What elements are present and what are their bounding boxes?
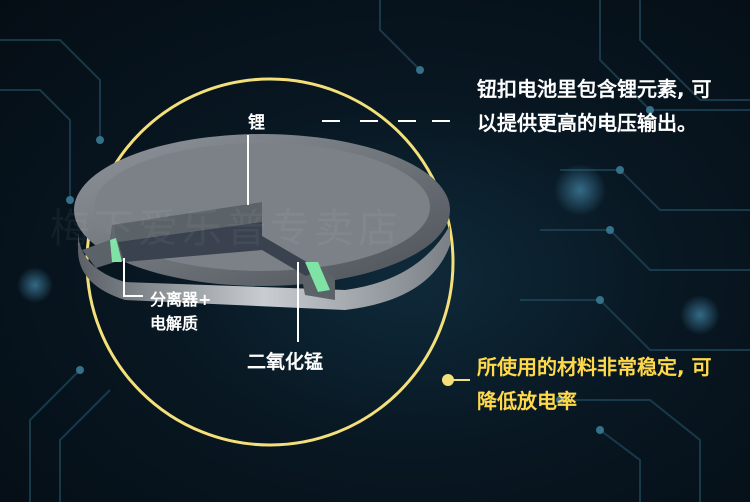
label-separator-line2: 电解质: [150, 314, 199, 333]
coin-battery-illustration: [74, 134, 450, 310]
callout-dot: [442, 374, 454, 386]
callout-top-text: 钮扣电池里包含锂元素, 可以提供更高的电压输出。: [477, 77, 712, 135]
label-manganese-dioxide: 二氧化锰: [247, 351, 324, 373]
label-lithium: 锂: [248, 113, 265, 133]
callout-bottom-text: 所使用的材料非常稳定, 可降低放电率: [477, 355, 712, 413]
watermark-text: 梅下爱乐普专卖店: [50, 206, 402, 252]
label-separator-electrolyte: 分离器+ 电解质: [150, 288, 211, 336]
circuit-nodes: [66, 66, 654, 434]
label-separator-line1: 分离器+: [150, 290, 212, 309]
